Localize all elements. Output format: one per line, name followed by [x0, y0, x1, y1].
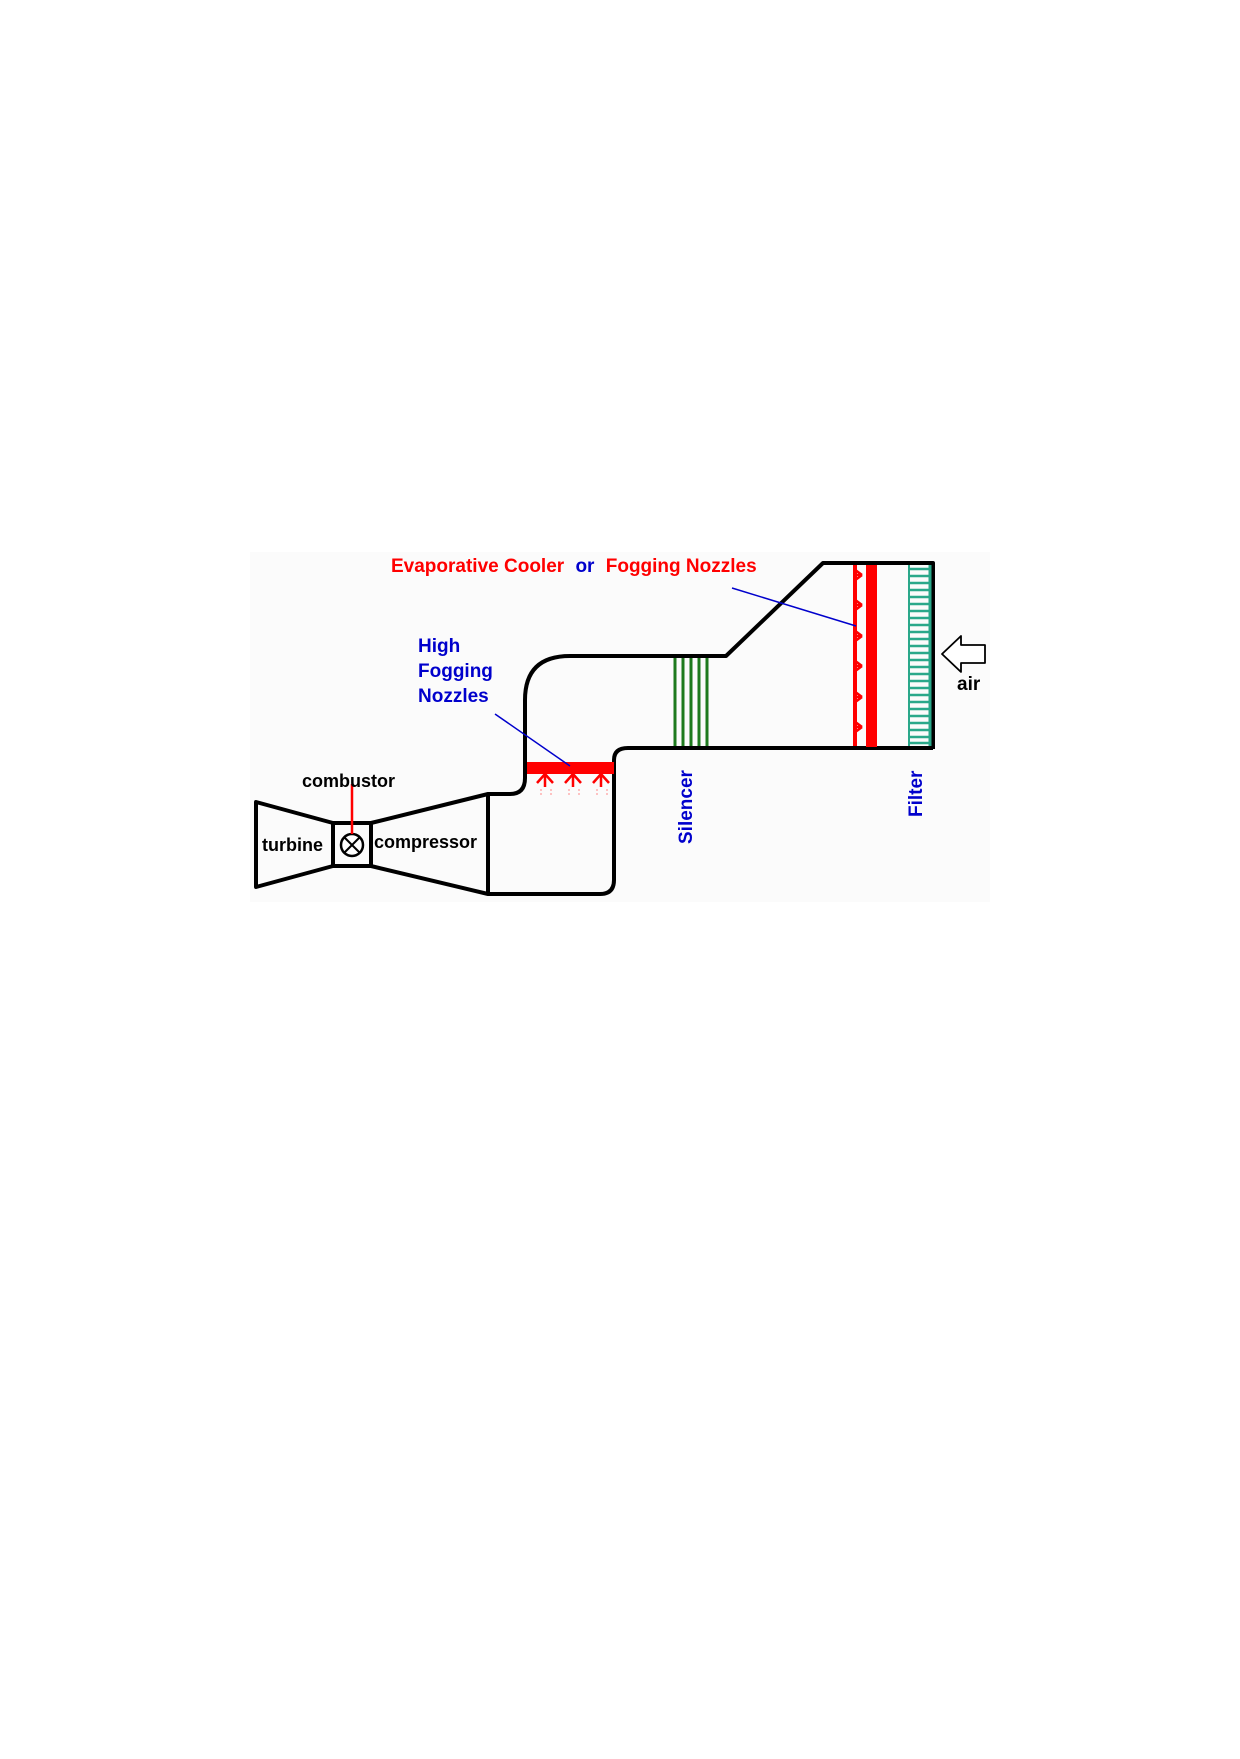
high-fogging-label-line2: Fogging: [418, 661, 493, 682]
combustor-label: combustor: [302, 771, 395, 791]
combustor-icon: [339, 832, 365, 858]
fogging-nozzles-label: Fogging Nozzles: [606, 556, 757, 577]
air-arrow-icon: [941, 635, 986, 673]
high-fogging-label-line3: Nozzles: [418, 686, 489, 707]
high-fogging-nozzles: [527, 762, 614, 797]
air-label: air: [957, 674, 981, 695]
evaporative-cooler-leader-line: [731, 587, 857, 627]
evaporative-cooler-label: Evaporative Cooler: [391, 556, 565, 577]
high-fogging-label-line1: High: [418, 636, 460, 657]
turbine-label: turbine: [262, 835, 323, 855]
silencer-label: Silencer: [676, 769, 697, 844]
silencer-element: [673, 658, 709, 746]
filter-label: Filter: [906, 770, 927, 817]
high-fogging-leader-line: [494, 713, 571, 767]
filter-element: [908, 565, 932, 746]
compressor-shape: [369, 792, 490, 896]
evaporative-cooler: [853, 565, 877, 747]
svg-text:Evaporative Cooler or: Evaporative Cooler or Fogging Nozzles: [391, 556, 757, 577]
compressor-label: compressor: [374, 832, 477, 852]
or-label: or: [575, 556, 595, 577]
